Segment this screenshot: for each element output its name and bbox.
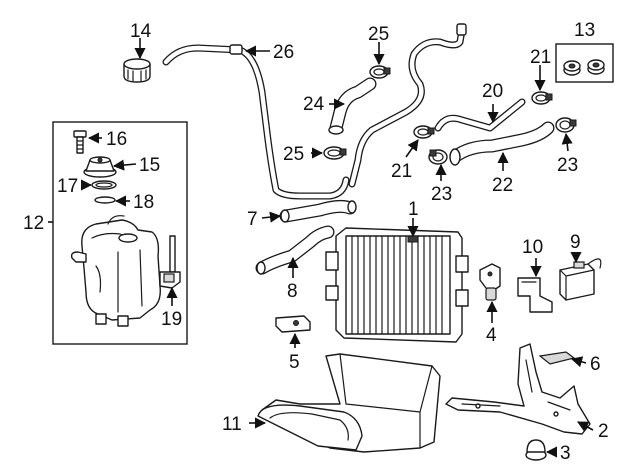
part-3-grommet (525, 439, 547, 461)
callout-12: 12 (23, 213, 44, 234)
callout-25-lower: 25 (283, 144, 304, 165)
part-8-hose (255, 225, 335, 275)
part-9-control-module (559, 258, 602, 301)
callout-6: 6 (590, 354, 601, 375)
callout-13: 13 (574, 20, 595, 41)
part-16-bolt (73, 130, 87, 154)
part-13-grommet-kit (555, 43, 614, 83)
callout-9: 9 (570, 232, 581, 253)
part-25-hose-clamp-lower (323, 146, 347, 160)
part-12-reservoir-kit-box (52, 121, 188, 345)
part-7-small-hose (279, 199, 357, 223)
callout-20: 20 (482, 81, 503, 102)
part-21-clamp-right (531, 91, 553, 105)
callout-labels: 14 26 25 13 21 20 24 25 21 23 22 23 16 1… (23, 20, 609, 464)
callout-18: 18 (133, 192, 154, 213)
part-5-bracket (275, 315, 311, 333)
callout-17: 17 (57, 176, 78, 197)
part-23-clamp-right (555, 117, 577, 133)
callout-24: 24 (303, 94, 325, 115)
callout-22: 22 (492, 175, 513, 196)
part-2-support-bracket (445, 343, 591, 435)
part-1-radiator (325, 227, 469, 343)
leader-lines (48, 38, 594, 458)
part-26-coolant-tube (162, 44, 350, 200)
callout-21-left: 21 (391, 161, 412, 182)
callout-5: 5 (289, 352, 300, 373)
callout-14: 14 (130, 21, 152, 42)
callout-4: 4 (486, 325, 497, 346)
part-19-level-sensor (159, 235, 181, 289)
bypass-tube (348, 23, 467, 188)
callout-21-right: 21 (530, 47, 551, 68)
callout-19: 19 (161, 309, 182, 330)
callout-1: 1 (408, 199, 419, 220)
callout-26: 26 (273, 42, 294, 63)
part-15-pressure-cap (83, 156, 117, 178)
part-23-clamp-left (428, 149, 448, 165)
callout-3: 3 (560, 443, 571, 464)
part-11-air-duct (257, 353, 441, 453)
callout-23-right: 23 (557, 155, 578, 176)
part-21-clamp-left (413, 125, 435, 139)
part-22-radiator-hose (449, 121, 555, 166)
callout-25-top: 25 (368, 24, 389, 45)
part-18-seal (94, 196, 116, 204)
part-10-mounting-bracket (517, 277, 553, 313)
part-20-tube (434, 98, 526, 132)
callout-2: 2 (598, 421, 609, 442)
part-25-hose-clamp-upper (369, 65, 391, 79)
callout-10: 10 (522, 237, 543, 258)
callout-15: 15 (139, 155, 160, 176)
callout-23-left: 23 (431, 184, 452, 205)
callout-7: 7 (247, 209, 258, 230)
callout-8: 8 (287, 281, 298, 302)
part-4-sensor-bracket (479, 263, 501, 301)
part-17-o-ring (91, 180, 117, 190)
part-14-reservoir-cap (123, 58, 151, 83)
part-6-insulator (538, 351, 576, 365)
callout-16: 16 (106, 129, 127, 150)
coolant-reservoir-tank (70, 215, 161, 327)
callout-11: 11 (222, 414, 242, 435)
part-24-upper-hose (328, 77, 377, 135)
